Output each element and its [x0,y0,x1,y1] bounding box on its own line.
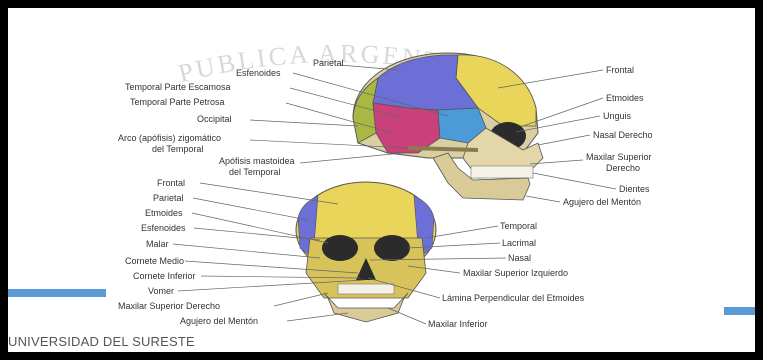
label-agujero-menton-frontal: Agujero del Mentón [180,316,258,326]
label-nasal-derecho: Nasal Derecho [593,130,653,140]
label-cornete-inferior: Cornete Inferior [133,271,196,281]
label-dientes: Dientes [619,184,650,194]
skull-figure: Parietal Esfenoides Temporal Parte Escam… [8,8,755,352]
accent-bar-right [724,307,755,315]
label-etmoides-frontal: Etmoides [145,208,183,218]
label-arco-zigomatico: Arco (apófisis) zigomático [118,133,221,143]
label-maxilar-superior-derecho: Maxilar Superior [586,152,652,162]
label-maxilar-inferior: Maxilar Inferior [428,319,488,329]
label-malar: Malar [146,239,169,249]
slide: PUBLICA ARGENTINA [8,8,755,352]
label-nasal: Nasal [508,253,531,263]
label-vomer: Vomer [148,286,174,296]
frontal-orbit-left [374,235,410,261]
frontal-teeth [338,284,394,294]
footer-university: UNIVERSIDAD DEL SURESTE [8,334,195,349]
label-maxilar-superior-derecho-2: Derecho [606,163,640,173]
label-parietal-lateral: Parietal [313,58,344,68]
label-cornete-medio: Cornete Medio [125,256,184,266]
lateral-skull [353,53,543,200]
lateral-zygomatic-arch [408,148,478,150]
label-apofisis-mastoidea: Apófisis mastoidea [219,156,295,166]
accent-bar-left [8,289,106,297]
label-temporal-frontal: Temporal [500,221,537,231]
label-unguis: Unguis [603,111,632,121]
label-maxilar-superior-izquierdo: Maxilar Superior Izquierdo [463,268,568,278]
label-lamina-perpendicular: Lámina Perpendicular del Etmoides [442,293,585,303]
lateral-right-labels: Frontal Etmoides Unguis Nasal Derecho Ma… [563,65,653,207]
label-maxilar-superior-derecho-frontal: Maxilar Superior Derecho [118,301,220,311]
label-parietal-frontal: Parietal [153,193,184,203]
frontal-orbit-right [322,235,358,261]
label-temporal-escamosa: Temporal Parte Escamosa [125,82,231,92]
label-etmoides-lateral: Etmoides [606,93,644,103]
label-agujero-menton-lateral: Agujero del Mentón [563,197,641,207]
label-apofisis-mastoidea-2: del Temporal [229,167,280,177]
label-lacrimal: Lacrimal [502,238,536,248]
label-temporal-petrosa: Temporal Parte Petrosa [130,97,225,107]
label-frontal-lateral: Frontal [606,65,634,75]
frontal-right-labels: Temporal Lacrimal Nasal Maxilar Superior… [428,221,585,329]
label-frontal-frontal: Frontal [157,178,185,188]
label-occipital: Occipital [197,114,232,124]
lateral-left-labels: Parietal Esfenoides Temporal Parte Escam… [118,58,344,177]
label-arco-zigomatico-2: del Temporal [152,144,203,154]
label-esfenoides-frontal: Esfenoides [141,223,186,233]
frontal-left-labels: Frontal Parietal Etmoides Esfenoides Mal… [118,178,258,326]
label-esfenoides-lateral: Esfenoides [236,68,281,78]
lateral-teeth [471,166,533,178]
frontal-skull [296,182,436,322]
